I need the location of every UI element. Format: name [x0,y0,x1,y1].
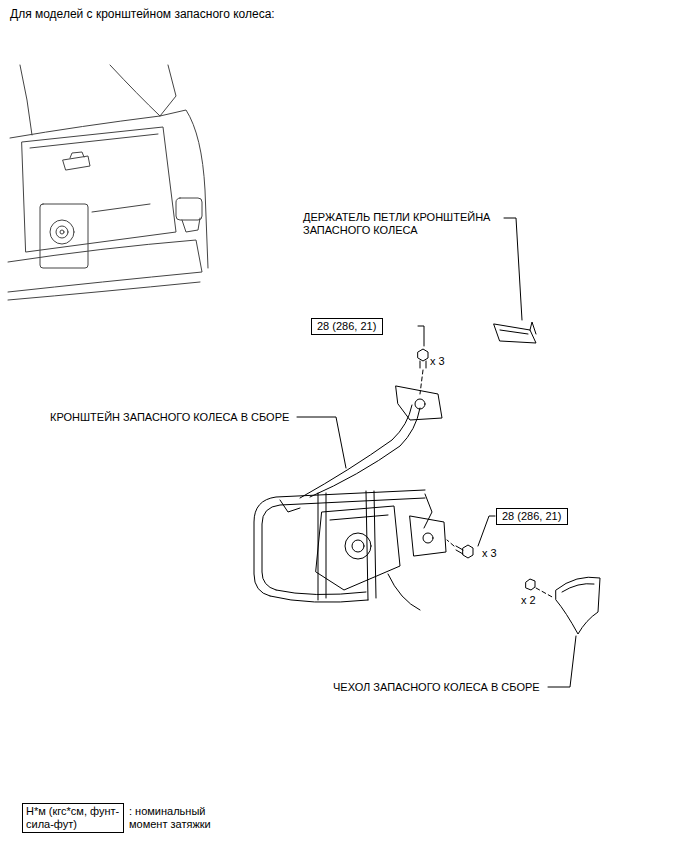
bracket-assembly [262,498,425,590]
bolt-symbol [463,545,473,558]
bracket-assembly [254,490,425,596]
nut-symbol [526,579,535,590]
torque-value: 28 (286, 21) [311,318,383,335]
bracket-assembly [280,500,300,512]
bolt-symbol [420,361,426,368]
vehicle-rear [20,65,32,135]
bracket-assembly [345,533,371,559]
unit-key: Н*м (кгс*см, фунт-сила-фут) [22,803,124,833]
leader-line [548,636,576,687]
vehicle-rear [176,198,202,220]
cover-part [556,577,600,634]
bracket-assembly [352,540,364,552]
vehicle-rear [30,134,158,148]
torque-value: 28 (286, 21) [496,508,568,525]
bracket-assembly [310,408,420,497]
bolt-symbol [456,546,463,554]
torque-box: 28 (286, 21) [496,508,568,525]
vehicle-rear [70,152,84,158]
leader-line [504,218,522,320]
cover-part [562,584,594,592]
quantity: x 2 [521,594,536,607]
holder-part [494,322,536,343]
bracket-assembly [424,494,432,528]
vehicle-rear [110,65,176,116]
quantity: x 3 [482,547,497,560]
vehicle-rear [160,110,208,268]
bracket-assembly [415,399,425,409]
leader-line [297,417,346,468]
bracket-assembly [396,386,442,420]
bracket-assembly [330,515,388,520]
holder-part [500,330,528,334]
vehicle-rear [63,156,90,170]
vehicle-rear [182,218,200,232]
leader-line [297,218,576,687]
vehicle-rear [92,204,150,212]
bracket-assembly [270,596,368,602]
bracket-assembly [276,590,366,595]
holder-part [494,324,536,343]
bolt-symbol [447,540,454,546]
torque-box: 28 (286, 21) [311,318,383,335]
bolt-symbol [447,540,473,558]
bolt-symbol [418,349,428,394]
vehicle-rear [56,226,68,238]
part-name: ЧЕХОЛ ЗАПАСНОГО КОЛЕСА В СБОРЕ [333,681,540,694]
torque-key: Н*м (кгс*см, фунт-сила-фут): номинальный… [22,803,229,833]
quantity: x 3 [430,355,445,368]
part-name: КРОНШТЕЙН ЗАПАСНОГО КОЛЕСА В СБОРЕ [50,411,289,424]
bolt-symbol [418,349,428,361]
leader-line [418,326,424,346]
key-note: : номинальный момент затяжки [124,803,229,831]
leader-line [478,516,495,546]
bracket-assembly [326,493,327,598]
title: Для моделей с кронштейном запасного коле… [10,8,275,21]
bracket-assembly [316,506,400,590]
vehicle-rear [8,282,200,300]
vehicle-rear [60,230,64,234]
holder-part [530,322,536,334]
bolt-symbol [420,370,423,394]
vehicle-rear [50,220,74,244]
bracket-assembly [388,574,420,610]
bracket-assembly [300,405,412,498]
cover-part [556,577,600,634]
part-name: ДЕРЖАТЕЛЬ ПЕТЛИ КРОНШТЕЙНА ЗАПАСНОГО КОЛ… [303,211,503,237]
vehicle-rear [8,65,208,300]
vehicle-rear [10,116,160,138]
vehicle-rear [40,204,88,268]
nut-symbol [536,588,554,598]
bracket-assembly [423,533,433,543]
bracket-assembly [366,491,368,600]
vehicle-rear [22,127,176,252]
bracket-assembly [410,516,446,556]
